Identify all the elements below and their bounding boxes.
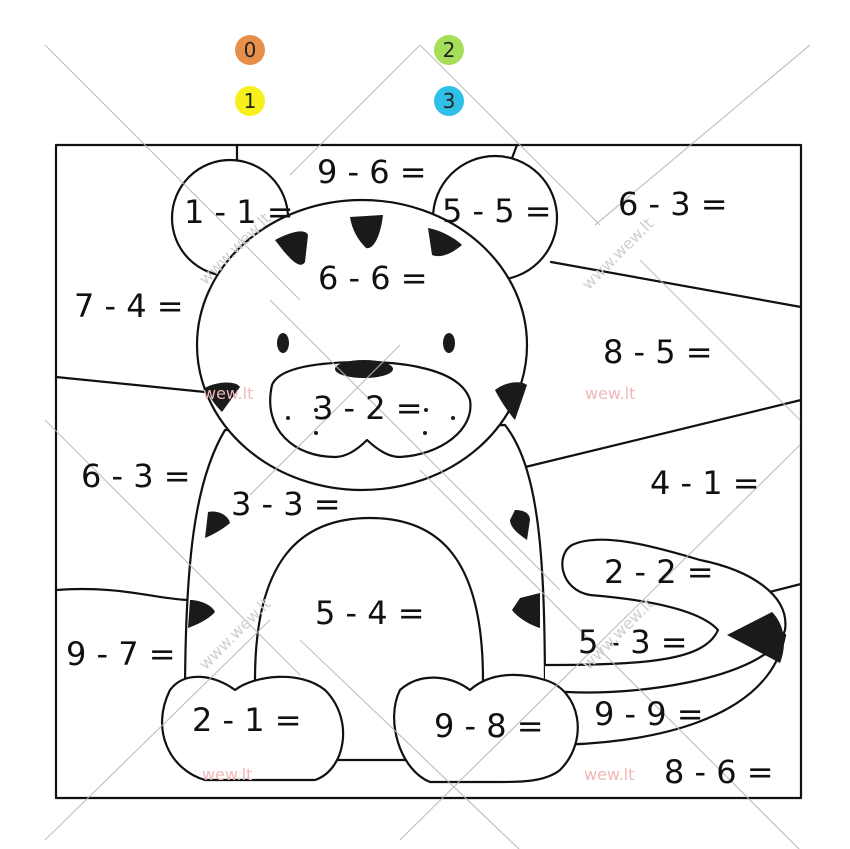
equation-left-paw: 2 - 1 =	[192, 701, 302, 739]
watermark: wew.lt	[585, 384, 636, 403]
legend-color-3: 3	[434, 86, 464, 116]
equation-top-right: 6 - 3 =	[618, 185, 728, 223]
legend-number: 3	[442, 89, 456, 113]
watermark: wew.lt	[584, 765, 635, 784]
equation-belly: 5 - 4 =	[315, 594, 425, 632]
equation-bottom-right: 8 - 6 =	[664, 753, 774, 791]
equation-left-middle: 6 - 3 =	[81, 457, 191, 495]
legend-color-2: 2	[434, 35, 464, 65]
equation-left-ear: 1 - 1 =	[184, 193, 294, 231]
equation-tail-tip: 2 - 2 =	[604, 553, 714, 591]
equation-muzzle: 3 - 2 =	[313, 389, 423, 427]
equation-left-upper: 7 - 4 =	[74, 287, 184, 325]
legend-number: 1	[243, 89, 257, 113]
watermark: wew.lt	[203, 384, 254, 403]
equation-left-lower: 9 - 7 =	[66, 635, 176, 673]
legend-color-0: 0	[235, 35, 265, 65]
equation-tail-base: 9 - 9 =	[594, 695, 704, 733]
equation-top-center: 9 - 6 =	[317, 153, 427, 191]
legend-number: 2	[442, 38, 456, 62]
equation-body: 3 - 3 =	[231, 485, 341, 523]
legend-color-1: 1	[235, 86, 265, 116]
equation-right-paw: 9 - 8 =	[434, 707, 544, 745]
watermark: wew.lt	[202, 765, 253, 784]
equation-tail-middle: 5 - 3 =	[578, 623, 688, 661]
equation-right-ear: 5 - 5 =	[442, 192, 552, 230]
outer-frame	[54, 143, 803, 800]
equation-head: 6 - 6 =	[318, 259, 428, 297]
legend-number: 0	[243, 38, 257, 62]
equation-right-upper: 8 - 5 =	[603, 333, 713, 371]
equation-right-middle: 4 - 1 =	[650, 464, 760, 502]
